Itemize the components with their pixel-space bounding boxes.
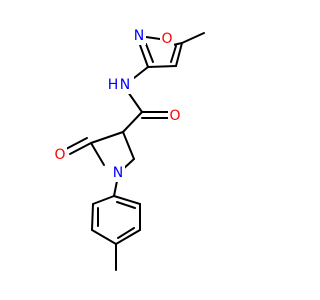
carbonyl-oxygen-label: O: [169, 108, 180, 124]
bond-isoxazole-c4-c5-double: [170, 45, 177, 63]
isoxazole-nitrogen-bg: [132, 27, 146, 45]
bond-benzene-inner-3: [116, 201, 136, 209]
amide-nitrogen-label: N: [120, 77, 130, 93]
bond-benzene-1: [92, 195, 115, 205]
bond-benzene-4: [115, 229, 141, 245]
bond-n-aryl: [113, 180, 118, 197]
isoxazole-oxygen-bg: [160, 30, 174, 48]
pyrrolidine-nitrogen-label: N: [113, 165, 123, 181]
bond-isoxazole-n2-c3: [139, 44, 149, 68]
lactam-oxygen-bg: [53, 146, 67, 164]
bond-benzene-3: [91, 229, 117, 245]
amide-nitrogen-bg: [106, 76, 134, 94]
lactam-oxygen-label: O: [54, 147, 65, 163]
atom-label-group: O N H N O O N: [53, 27, 182, 182]
carbonyl-oxygen-bg: [168, 107, 182, 125]
bond-isoxazole-n2-c3-double: [145, 43, 154, 63]
bond-lactam-carbonyl: [69, 142, 92, 155]
bond-isoxazole-o1-n2: [145, 36, 161, 40]
isoxazole-oxygen-label: O: [161, 31, 172, 47]
amide-hydrogen-label: H: [108, 77, 119, 93]
bond-ring-c3-c4: [122, 131, 135, 160]
isoxazole-nitrogen-label: N: [134, 28, 144, 44]
bond-isoxazole-c5-o1: [172, 42, 183, 46]
molecule-structure-svg: O N H N O O N: [53, 27, 205, 271]
bond-nh-carbonyl-carbon: [127, 91, 143, 113]
bond-ring-n1-c5: [90, 142, 105, 166]
bond-ring-c5-c2: [90, 131, 124, 144]
bond-benzene-inner-2: [117, 227, 135, 239]
bond-group: [65, 32, 205, 271]
bond-nh-isoxazole: [133, 66, 149, 79]
bond-isoxazole-c4-c5: [175, 42, 183, 67]
pyrrolidine-nitrogen-bg: [111, 164, 125, 182]
bond-benzene-6: [113, 195, 141, 205]
bond-benzene-2: [91, 203, 94, 231]
bond-lactam-carbonyl-double: [65, 137, 88, 150]
molecule-diagram: O N H N O O N: [53, 27, 205, 271]
bond-amide-ring: [122, 111, 143, 133]
bond-isoxazole-methyl: [181, 32, 205, 44]
bond-isoxazole-c3-c4: [147, 65, 177, 68]
